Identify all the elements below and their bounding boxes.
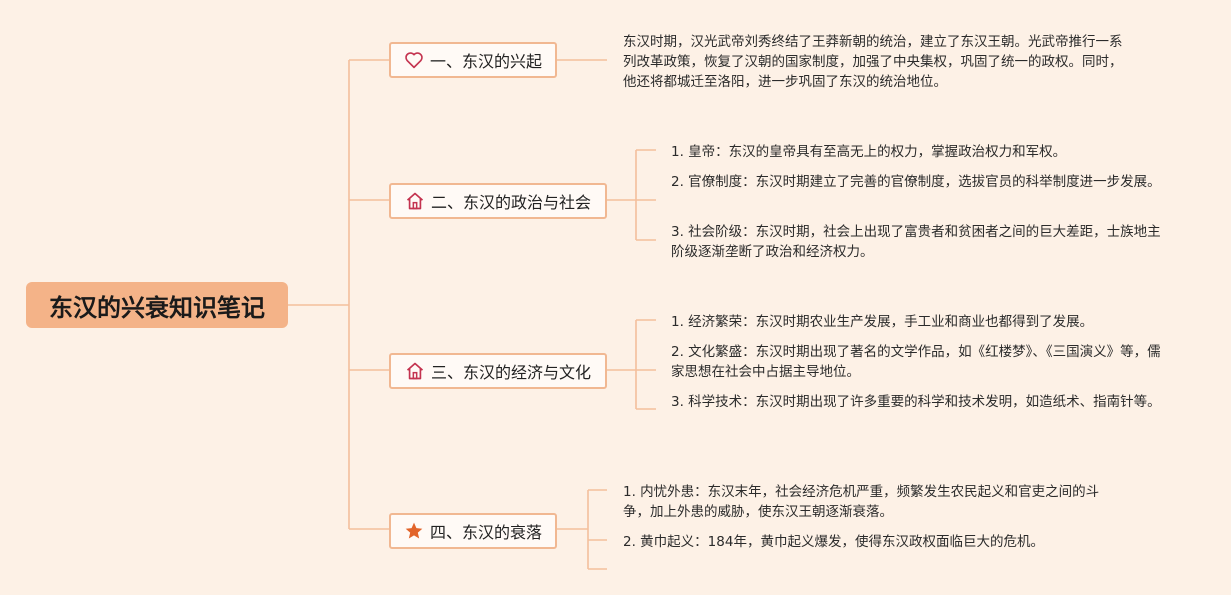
leaf-bureaucracy: 2. 官僚制度：东汉时期建立了完善的官僚制度，选拔官员的科举制度进一步发展。 <box>671 174 1161 190</box>
branch-label: 二、东汉的政治与社会 <box>430 193 591 212</box>
branch-rise[interactable]: 一、东汉的兴起 <box>389 42 557 78</box>
branch-politics-society[interactable]: 二、东汉的政治与社会 <box>389 183 607 219</box>
leaf-emperor: 1. 皇帝：东汉的皇帝具有至高无上的权力，掌握政治权力和军权。 <box>671 144 1067 160</box>
star-icon <box>404 521 424 541</box>
home-icon <box>405 191 425 211</box>
root-title: 东汉的兴衰知识笔记 <box>49 293 265 322</box>
leaf-rise-text: 东汉时期，汉光武帝刘秀终结了王莽新朝的统治，建立了东汉王朝。光武帝推行一系列改革… <box>623 34 1123 90</box>
leaf-science: 3. 科学技术：东汉时期出现了许多重要的科学和技术发明，如造纸术、指南针等。 <box>671 394 1161 410</box>
branch-decline[interactable]: 四、东汉的衰落 <box>389 513 557 549</box>
branch-economy-culture[interactable]: 三、东汉的经济与文化 <box>389 353 607 389</box>
root-topic[interactable]: 东汉的兴衰知识笔记 <box>26 282 288 328</box>
leaf-social-class: 3. 社会阶级：东汉时期，社会上出现了富贵者和贫困者之间的巨大差距，士族地主阶级… <box>671 224 1161 260</box>
home-icon <box>405 361 425 381</box>
branch-label: 三、东汉的经济与文化 <box>430 363 591 382</box>
branch-label: 一、东汉的兴起 <box>429 52 542 71</box>
leaf-culture: 2. 文化繁盛：东汉时期出现了著名的文学作品，如《红楼梦》、《三国演义》等，儒家… <box>671 344 1161 380</box>
leaf-economy: 1. 经济繁荣：东汉时期农业生产发展，手工业和商业也都得到了发展。 <box>671 314 1094 330</box>
heart-icon <box>404 50 424 70</box>
branch-label: 四、东汉的衰落 <box>429 523 542 542</box>
leaf-internal-external-troubles: 1. 内忧外患：东汉末年，社会经济危机严重，频繁发生农民起义和官吏之间的斗争，加… <box>623 484 1100 520</box>
leaf-yellow-turban: 2. 黄巾起义：184年，黄巾起义爆发，使得东汉政权面临巨大的危机。 <box>623 534 1044 550</box>
